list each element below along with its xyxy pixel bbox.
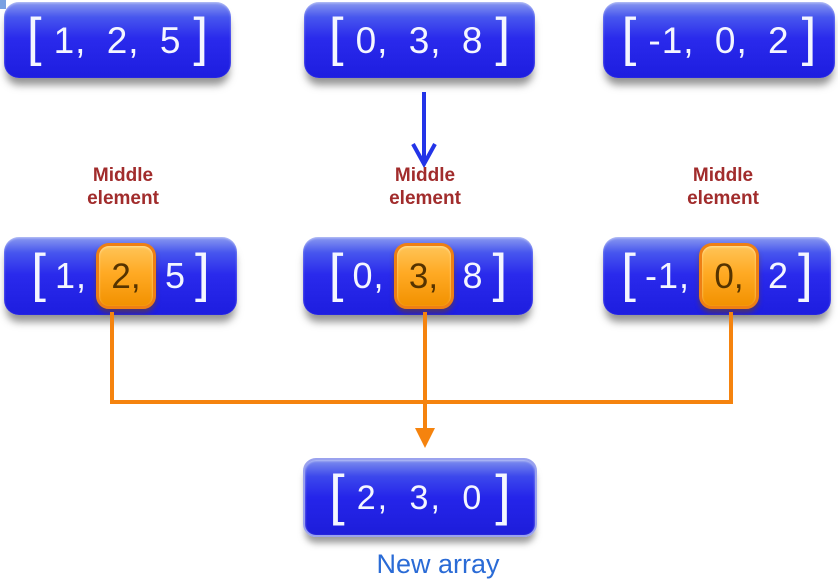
array-values: 0, 3, 8 xyxy=(355,19,484,61)
array-values: -1, 0, 2 xyxy=(648,19,790,61)
connector-horizontal xyxy=(110,400,733,404)
open-bracket: [ xyxy=(621,243,636,303)
close-bracket: ] xyxy=(195,243,210,303)
close-bracket: ] xyxy=(495,7,511,67)
array-box-middle-2: [ 0, 3, 8 ] xyxy=(303,237,533,315)
down-arrow-icon xyxy=(411,92,437,169)
array-values: 8 xyxy=(462,255,484,296)
array-box-middle-1: [ 1, 2, 5 ] xyxy=(4,237,237,315)
open-bracket: [ xyxy=(621,7,637,67)
open-bracket: [ xyxy=(31,243,46,303)
highlighted-middle-element: 2, xyxy=(96,243,156,309)
array-values: 5 xyxy=(165,255,187,296)
close-bracket: ] xyxy=(492,243,508,303)
array-box-top-3: [ -1, 0, 2 ] xyxy=(603,2,835,78)
close-bracket: ] xyxy=(798,243,813,303)
connector-right-vertical xyxy=(729,312,733,404)
open-bracket: [ xyxy=(328,243,344,303)
array-values: 1, xyxy=(54,255,87,296)
array-values: 1, 2, 5 xyxy=(53,19,182,61)
array-values: 2, 3, 0 xyxy=(356,478,484,517)
new-array-caption: New array xyxy=(376,549,500,579)
middle-element-label-1: Middle element xyxy=(87,165,159,209)
open-bracket: [ xyxy=(328,7,344,67)
array-box-top-2: [ 0, 3, 8 ] xyxy=(304,2,535,78)
middle-element-label-2: Middle element xyxy=(389,165,461,209)
close-bracket: ] xyxy=(801,7,817,67)
array-values: 0, xyxy=(352,255,385,296)
open-bracket: [ xyxy=(329,462,345,526)
highlighted-middle-element: 0, xyxy=(698,243,759,309)
screenshot-artifact xyxy=(0,0,6,9)
connector-left-vertical xyxy=(110,312,114,404)
close-bracket: ] xyxy=(495,462,511,526)
array-box-middle-3: [ -1, 0, 2 ] xyxy=(603,237,831,315)
orange-arrowhead-icon xyxy=(415,428,435,448)
array-values: 2 xyxy=(767,255,790,296)
highlighted-middle-element: 3, xyxy=(393,243,454,309)
array-box-top-1: [ 1, 2, 5 ] xyxy=(4,2,231,78)
array-box-result: [ 2, 3, 0 ] xyxy=(303,458,537,537)
close-bracket: ] xyxy=(193,7,209,67)
connector-middle-vertical xyxy=(423,312,427,430)
middle-element-label-3: Middle element xyxy=(687,165,759,209)
open-bracket: [ xyxy=(26,7,42,67)
array-values: -1, xyxy=(644,255,690,296)
